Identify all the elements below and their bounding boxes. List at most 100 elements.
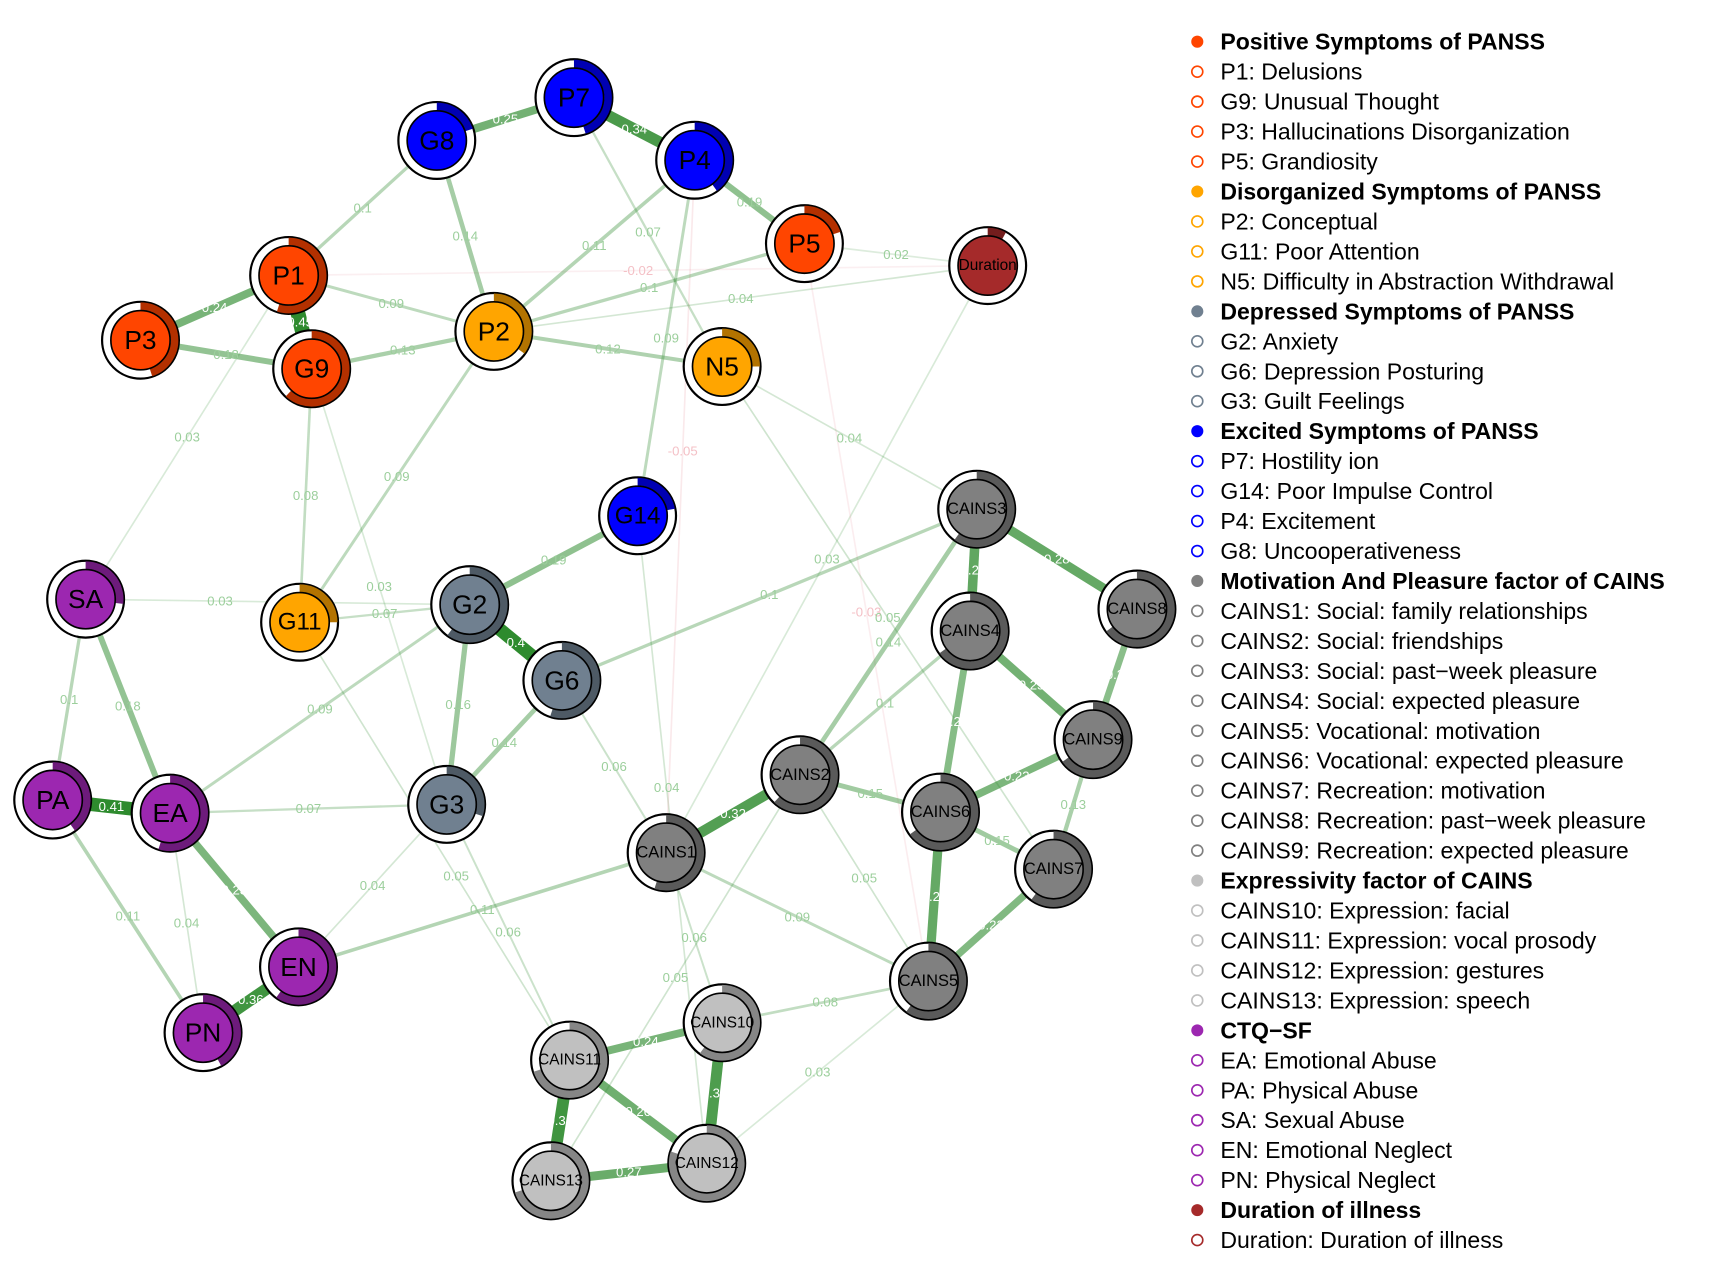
node-CAINS3[interactable]: CAINS3: [937, 469, 1017, 549]
legend-item: P1: Delusions: [1190, 59, 1362, 85]
node-G11[interactable]: G11: [260, 582, 340, 662]
node-CAINS12[interactable]: CAINS12: [667, 1123, 747, 1203]
node-P1[interactable]: P1: [249, 235, 329, 315]
node-label-CAINS8: CAINS8: [1107, 600, 1166, 618]
node-G14[interactable]: G14: [598, 476, 678, 556]
edge-P4-CAINS1: [665, 160, 696, 853]
node-EN[interactable]: EN: [259, 927, 339, 1007]
legend-ring-icon: [1190, 994, 1204, 1007]
node-label-G2: G2: [452, 590, 487, 620]
node-G2[interactable]: G2: [430, 565, 510, 645]
legend-item: CAINS3: Social: past−week pleasure: [1190, 658, 1597, 684]
legend-dot-icon: [1191, 185, 1204, 198]
legend-group-exp: Expressivity factor of CAINS: [1191, 868, 1533, 894]
edge-N5-CAINS3: [721, 365, 978, 510]
edge-label-G3-CAINS11: 0.06: [495, 925, 521, 940]
legend-group-map: Motivation And Pleasure factor of CAINS: [1191, 568, 1665, 594]
edge-EA-G3: [170, 803, 447, 815]
node-label-G9: G9: [294, 354, 329, 384]
node-CAINS2[interactable]: CAINS2: [760, 735, 840, 815]
legend-group-title: CTQ−SF: [1220, 1017, 1311, 1043]
node-label-G14: G14: [615, 502, 661, 529]
node-pie-G8: [436, 102, 473, 132]
edge-G11-P2: [298, 330, 496, 624]
legend-item: P5: Grandiosity: [1190, 149, 1378, 175]
legend-dot-icon: [1191, 1204, 1204, 1217]
node-P4[interactable]: P4: [655, 120, 735, 200]
legend-ring-icon: [1190, 964, 1204, 977]
edge-label-G8-P2: 0.14: [453, 228, 479, 243]
node-pie-CAINS4: [939, 593, 1008, 669]
edge-label-P3-G9: 0.18: [213, 347, 239, 362]
node-pie-CAINS3: [954, 471, 1015, 547]
legend-item: P3: Hallucinations Disorganization: [1190, 119, 1570, 145]
node-EA[interactable]: EA: [130, 773, 210, 853]
node-PA[interactable]: PA: [13, 760, 93, 840]
edge-label-N5-CAINS7: 0.05: [875, 610, 901, 625]
node-CAINS4[interactable]: CAINS4: [930, 591, 1010, 671]
node-pie-CAINS9: [1062, 701, 1131, 778]
node-Duration[interactable]: Duration: [948, 226, 1028, 306]
edge-label-P4-P2: 0.11: [582, 238, 607, 253]
legend-ring-icon: [1190, 364, 1204, 378]
edge-label-P2-N5: 0.12: [595, 341, 621, 356]
node-pie-Duration: [987, 227, 1006, 240]
node-pie-CAINS1: [654, 814, 704, 891]
legend-ring-icon: [1190, 814, 1204, 827]
legend-item: EA: Emotional Abuse: [1190, 1047, 1437, 1073]
edge-label-G11-G9: 0.08: [293, 488, 319, 503]
legend-ring-icon: [1190, 334, 1204, 348]
node-P7[interactable]: P7: [534, 58, 614, 138]
legend-item-label: CAINS9: Recreation: expected pleasure: [1220, 838, 1628, 864]
node-pie-SA: [85, 561, 124, 604]
edge-label-P1-P2: 0.09: [378, 296, 404, 311]
node-CAINS1[interactable]: CAINS1: [626, 813, 706, 893]
node-pie-CAINS7: [1031, 831, 1092, 907]
node-label-CAINS1: CAINS1: [636, 844, 695, 862]
node-P5[interactable]: P5: [764, 204, 844, 284]
legend-group-title: Excited Symptoms of PANSS: [1220, 418, 1538, 444]
node-label-CAINS7: CAINS7: [1024, 860, 1083, 878]
node-N5[interactable]: N5: [682, 327, 762, 407]
legend-item: CAINS4: Social: expected pleasure: [1190, 688, 1580, 714]
edge-label-G8-P1: 0.1: [354, 200, 372, 215]
node-CAINS8[interactable]: CAINS8: [1097, 569, 1177, 649]
node-PN[interactable]: PN: [163, 993, 243, 1073]
node-pie-P7: [573, 59, 612, 134]
node-CAINS9[interactable]: CAINS9: [1053, 700, 1133, 780]
edge-label-P4-G14: 0.09: [653, 330, 679, 345]
edge-label-G6-CAINS3: 0.1: [760, 587, 778, 602]
node-CAINS6[interactable]: CAINS6: [900, 772, 981, 852]
legend-item-label: SA: Sexual Abuse: [1220, 1107, 1404, 1133]
node-pie-CAINS13: [514, 1142, 589, 1219]
legend-ring-icon: [1190, 514, 1204, 528]
node-label-P3: P3: [124, 325, 156, 355]
node-G8[interactable]: G8: [397, 100, 477, 180]
node-G3[interactable]: G3: [407, 764, 487, 844]
node-G6[interactable]: G6: [522, 640, 602, 720]
node-pie-P2: [493, 293, 532, 354]
node-P2[interactable]: P2: [454, 291, 534, 371]
node-P3[interactable]: P3: [100, 300, 180, 380]
legend-item-label: G8: Uncooperativeness: [1220, 538, 1461, 564]
edge-CAINS1-CAINS5: [665, 851, 930, 983]
node-label-P4: P4: [679, 145, 711, 175]
edge-label-N5-CAINS3: 0.04: [837, 430, 863, 445]
legend-item-label: CAINS4: Social: expected pleasure: [1220, 688, 1580, 714]
legend-item-label: EN: Emotional Neglect: [1220, 1137, 1452, 1163]
legend-ring-icon: [1190, 1083, 1204, 1097]
node-CAINS11[interactable]: CAINS11: [530, 1020, 610, 1100]
edge-label-CAINS10-CAINS12: 0.33: [702, 1085, 728, 1100]
legend-item-label: P1: Delusions: [1220, 59, 1362, 85]
node-CAINS7[interactable]: CAINS7: [1014, 829, 1094, 909]
node-CAINS13[interactable]: CAINS13: [511, 1141, 591, 1221]
node-CAINS5[interactable]: CAINS5: [888, 941, 968, 1021]
legend-group-dur: Duration of illness: [1191, 1197, 1421, 1223]
legend-item-label: P5: Grandiosity: [1220, 149, 1378, 175]
node-SA[interactable]: SA: [46, 559, 126, 639]
node-CAINS10[interactable]: CAINS10: [682, 983, 762, 1063]
legend-ring-icon: [1190, 724, 1204, 738]
edge-G3-CAINS11: [445, 803, 571, 1061]
node-G9[interactable]: G9: [272, 329, 352, 409]
